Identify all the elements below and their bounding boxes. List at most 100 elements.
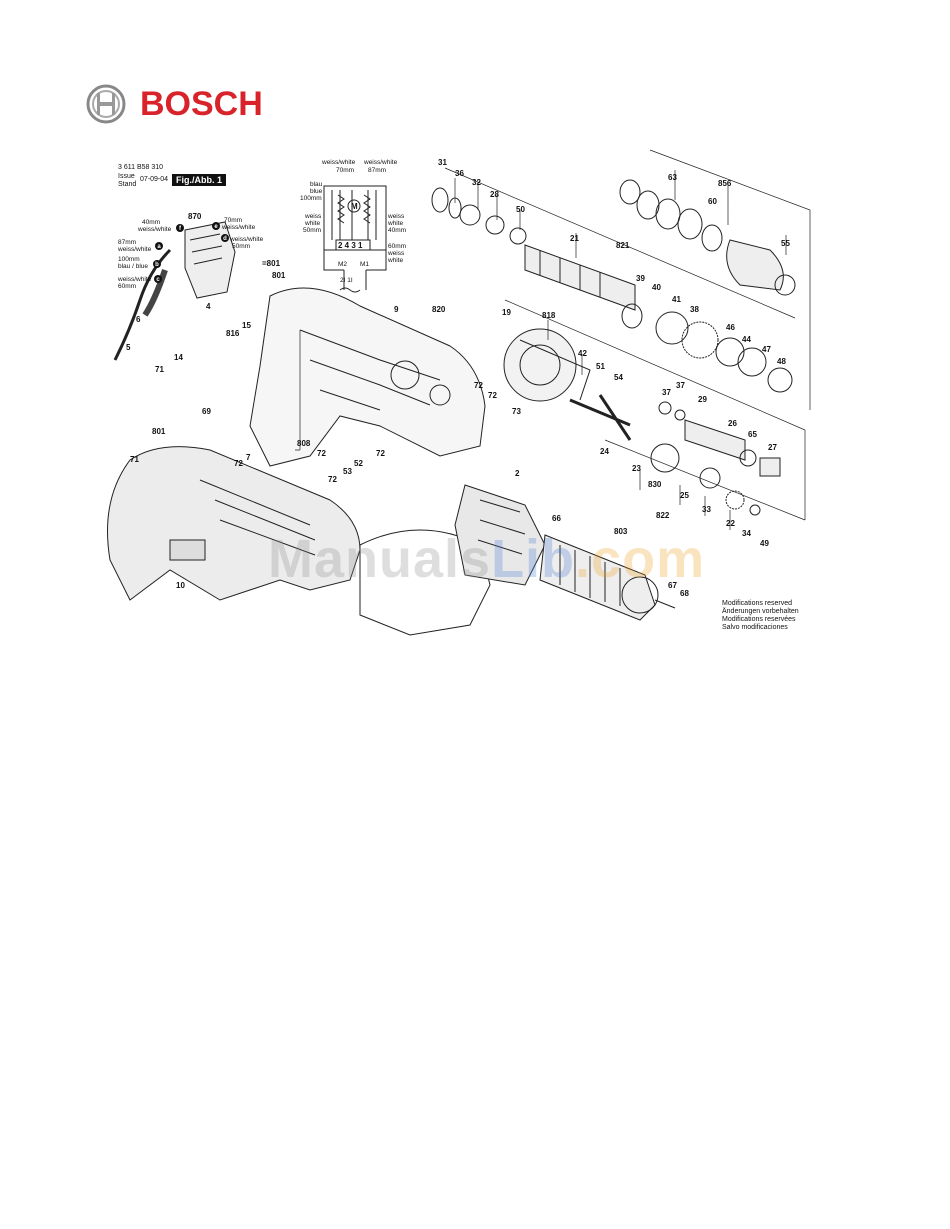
wire-left-lower-2: white — [304, 220, 321, 227]
wire-bottom-terminals: 2I 1I — [340, 277, 353, 284]
bosch-logo: BOSCH — [86, 83, 266, 125]
wire-right-lower-1: 60mm — [388, 243, 406, 250]
label-28: 28 — [490, 190, 499, 199]
label-24: 24 — [600, 447, 609, 456]
wire-left-upper-1: blau — [310, 181, 323, 188]
label-69: 69 — [202, 407, 211, 416]
label-801-b: 801 — [272, 271, 286, 280]
label-40: 40 — [652, 283, 661, 292]
label-53: 53 — [343, 467, 352, 476]
brand-wordmark: BOSCH — [140, 85, 263, 123]
label-801-a: =801 — [262, 259, 281, 268]
wire-top-right-2: 87mm — [368, 167, 386, 174]
label-54: 54 — [614, 373, 623, 382]
wire-m2: M2 — [338, 261, 347, 268]
issue-date: 07-09-04 — [140, 176, 169, 183]
issue-label: Issue — [118, 173, 135, 180]
label-44: 44 — [742, 335, 751, 344]
intermediate-shaft — [569, 394, 781, 516]
switch-w60-2: 60mm — [118, 283, 136, 290]
label-6: 6 — [136, 315, 141, 324]
switch-w40-1: 40mm — [142, 219, 160, 226]
letter-b: b — [155, 262, 159, 268]
label-72-b: 72 — [317, 449, 326, 458]
label-63: 63 — [668, 173, 677, 182]
watermark: ManualsLib.com — [268, 528, 705, 590]
label-23: 23 — [632, 464, 641, 473]
wire-left-lower-1: weiss — [304, 213, 322, 220]
wire-top-right-1: weiss/white — [363, 159, 398, 166]
label-32: 32 — [472, 178, 481, 187]
label-26: 26 — [728, 419, 737, 428]
label-46: 46 — [726, 323, 735, 332]
wire-right-lower-2: weiss — [387, 250, 405, 257]
label-21: 21 — [570, 234, 579, 243]
label-808: 808 — [297, 439, 311, 448]
wire-left-upper-2: blue — [310, 188, 323, 195]
label-801-c: 801 — [152, 427, 166, 436]
label-72-a: 72 — [234, 459, 243, 468]
gasket-frame — [359, 529, 491, 636]
wire-right-upper-3: 40mm — [388, 227, 406, 234]
label-72-e: 72 — [474, 381, 483, 390]
label-42: 42 — [578, 349, 587, 358]
label-14: 14 — [174, 353, 183, 362]
wire-left-lower-3: 50mm — [303, 227, 321, 234]
switch-w50-2: 50mm — [232, 243, 250, 250]
label-66: 66 — [552, 514, 561, 523]
label-816: 816 — [226, 329, 240, 338]
mod-en: Modifications reserved — [722, 600, 793, 607]
label-822: 822 — [656, 511, 670, 520]
label-31: 31 — [438, 158, 447, 167]
label-33: 33 — [702, 505, 711, 514]
stand-label: Stand — [118, 181, 137, 188]
label-830: 830 — [648, 480, 662, 489]
label-870: 870 — [188, 212, 202, 221]
switch-wire-labels: 40mm weiss/white 70mm weiss/white 87mm w… — [117, 217, 264, 290]
letter-c: c — [156, 277, 160, 283]
label-48: 48 — [777, 357, 786, 366]
label-68: 68 — [680, 589, 689, 598]
switch-w87-1: 87mm — [118, 239, 136, 246]
wire-right-upper-2: white — [387, 220, 404, 227]
figure-badge: Fig./Abb. 1 — [172, 174, 226, 186]
gear-housing — [503, 328, 591, 402]
label-50: 50 — [516, 205, 525, 214]
label-37-a: 37 — [662, 388, 671, 397]
switch-b100-1: 100mm — [118, 256, 140, 263]
switch-w70-2: weiss/white — [221, 224, 256, 231]
stator-field — [454, 484, 546, 586]
wire-left-upper-3: 100mm — [300, 195, 322, 202]
label-72-c: 72 — [376, 449, 385, 458]
bosch-armature-icon — [86, 84, 126, 124]
label-9: 9 — [394, 305, 399, 314]
switch-w60-1: weiss/white — [117, 276, 152, 283]
tool-holder-parts — [619, 179, 796, 329]
label-72-d: 72 — [328, 475, 337, 484]
switch-w70-1: 70mm — [224, 217, 242, 224]
label-52: 52 — [354, 459, 363, 468]
label-41: 41 — [672, 295, 681, 304]
label-10: 10 — [176, 581, 185, 590]
motor-symbol: M — [351, 202, 358, 211]
wire-top-left-2: 70mm — [336, 167, 354, 174]
wiring-schematic — [323, 185, 387, 293]
leader-lines — [295, 149, 811, 530]
armature — [539, 534, 676, 621]
watermark-part1: Manuals — [268, 529, 492, 589]
label-22: 22 — [726, 519, 735, 528]
housing-right-half — [249, 287, 486, 467]
hammer-barrel — [431, 187, 636, 311]
label-65: 65 — [748, 430, 757, 439]
part-labels: 870 4 6 5 =801 801 801 816 15 14 71 71 6… — [126, 158, 790, 598]
label-856: 856 — [718, 179, 732, 188]
letter-a: a — [157, 244, 161, 250]
label-38: 38 — [690, 305, 699, 314]
label-36: 36 — [455, 169, 464, 178]
switch-w50-1: weiss/white — [229, 236, 264, 243]
label-55: 55 — [781, 239, 790, 248]
label-37-b: 37 — [676, 381, 685, 390]
label-7: 7 — [246, 453, 251, 462]
label-39: 39 — [636, 274, 645, 283]
